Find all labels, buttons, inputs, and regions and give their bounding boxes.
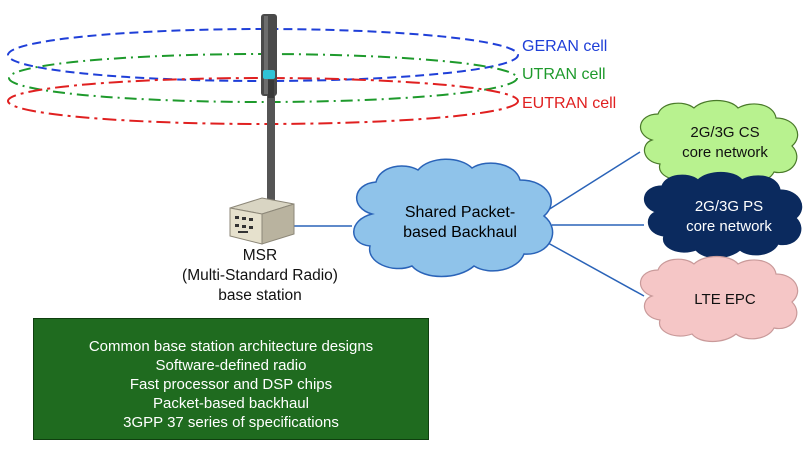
feature-item: 3GPP 37 series of specifications xyxy=(123,414,339,431)
backhaul-label-line: based Backhaul xyxy=(403,224,517,241)
antenna-mast xyxy=(261,14,277,207)
features-box: Common base station architecture designs… xyxy=(33,318,429,440)
cabinet-port xyxy=(238,231,248,233)
geran-cell-label: GERAN cell xyxy=(522,38,608,55)
cs-core-label-line: 2G/3G CS xyxy=(690,124,760,141)
backhaul-cloud-shape xyxy=(353,158,554,278)
mast-pole xyxy=(267,95,275,207)
backhaul-cloud xyxy=(353,158,554,278)
msr-caption-line: (Multi-Standard Radio) xyxy=(182,267,338,284)
cabinet-port xyxy=(249,218,253,221)
lte-epc-label-line: LTE EPC xyxy=(694,291,756,308)
msr-caption-line: base station xyxy=(218,287,302,304)
lte-epc-label: LTE EPC xyxy=(655,290,795,310)
backhaul-label-line: Shared Packet- xyxy=(404,204,516,221)
eutran-cell-label: EUTRAN cell xyxy=(522,95,617,112)
utran-cell-label: UTRAN cell xyxy=(522,66,606,83)
feature-item: Fast processor and DSP chips xyxy=(129,376,333,393)
lte-epc-cloud xyxy=(640,255,799,343)
msr-caption: MSR (Multi-Standard Radio) base station xyxy=(140,246,380,306)
backhaul-cloud-label: Shared Packet- based Backhaul xyxy=(370,203,550,243)
link-backhaul-to-lte-epc xyxy=(547,242,645,297)
cabinet-port xyxy=(235,216,239,219)
cabinet-side xyxy=(261,203,295,245)
antenna-connector xyxy=(263,70,275,79)
cs-core-label-line: core network xyxy=(682,144,768,161)
ps-core-label-line: 2G/3G PS xyxy=(694,198,764,215)
msr-cabinet-icon xyxy=(229,197,295,245)
backhaul-links xyxy=(292,151,645,297)
cabinet-port xyxy=(242,225,246,228)
feature-item: Software-defined radio xyxy=(155,357,307,374)
feature-item: Packet-based backhaul xyxy=(153,395,309,412)
msr-caption-line: MSR xyxy=(242,247,278,264)
cabinet-port xyxy=(249,226,253,229)
cs-core-label: 2G/3G CS core network xyxy=(655,123,795,163)
lte-epc-cloud-shape xyxy=(640,255,799,343)
feature-item: Common base station architecture designs xyxy=(88,338,374,355)
ps-core-label: 2G/3G PS core network xyxy=(659,197,799,237)
antenna-panel-highlight xyxy=(264,16,268,94)
eutran-cell-ring xyxy=(7,77,519,125)
antenna-feed xyxy=(268,80,274,98)
cabinet-port xyxy=(242,217,246,220)
cabinet-ports xyxy=(235,216,253,233)
link-backhaul-to-cs-core xyxy=(547,151,641,211)
ps-core-cloud xyxy=(644,171,803,259)
cabinet-port xyxy=(235,224,239,227)
ps-core-label-line: core network xyxy=(686,218,772,235)
ps-core-cloud-shape xyxy=(644,171,803,259)
